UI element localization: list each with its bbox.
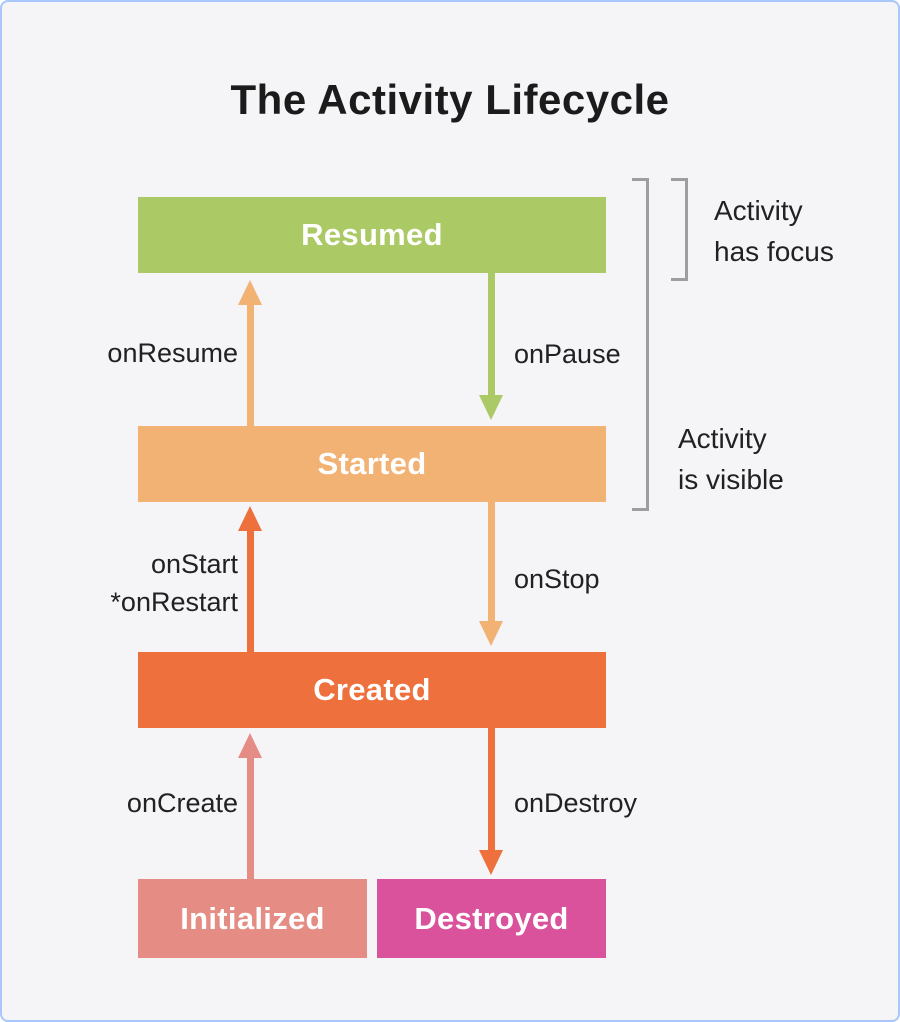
state-box-created: Created [138,652,606,728]
bracket-activity-has-focus [671,178,688,281]
label-onpause: onPause [514,339,621,369]
annotation-line: Activity [678,423,767,454]
annotation-line: Activity [714,195,803,226]
state-label-initialized: Initialized [180,900,325,936]
annotation-activity-is-visible: Activity is visible [678,418,784,500]
diagram-title: The Activity Lifecycle [230,76,670,123]
arrow-head-icon [479,850,503,875]
onstart-arrow-up-icon [237,506,263,652]
state-box-initialized: Initialized [138,879,367,958]
state-label-destroyed: Destroyed [414,900,569,936]
state-label-started: Started [317,446,427,481]
state-label-created: Created [313,672,431,707]
arrow-shaft [246,758,254,879]
label-ondestroy: onDestroy [514,788,638,818]
arrow-shaft [487,502,495,621]
onpause-arrow-down-icon [478,273,504,420]
label-oncreate: onCreate [126,788,238,818]
ondestroy-arrow-down-icon [478,728,504,875]
label-onrestart-line: *onRestart [110,587,238,617]
annotation-line: is visible [678,464,784,495]
arrow-head-icon [479,395,503,420]
arrow-head-icon [479,621,503,646]
state-box-started: Started [138,426,606,502]
annotation-line: has focus [714,236,834,267]
state-box-resumed: Resumed [138,197,606,273]
oncreate-arrow-up-icon [237,733,263,879]
bracket-activity-is-visible [632,178,649,511]
onstop-arrow-down-icon [478,502,504,646]
label-onstop: onStop [514,564,600,594]
label-onresume: onResume [107,338,238,368]
onresume-arrow-up-icon [237,280,263,426]
arrow-shaft [487,273,495,395]
arrow-head-icon [238,733,262,758]
label-onstart-line: onStart [150,549,238,579]
state-box-destroyed: Destroyed [377,879,606,958]
arrow-head-icon [238,280,262,305]
state-label-resumed: Resumed [301,217,443,252]
arrow-shaft [246,531,254,652]
label-onstart-onrestart: onStart *onRestart [38,545,238,621]
arrow-shaft [487,728,495,850]
annotation-activity-has-focus: Activity has focus [714,190,834,272]
arrow-shaft [246,305,254,426]
arrow-head-icon [238,506,262,531]
